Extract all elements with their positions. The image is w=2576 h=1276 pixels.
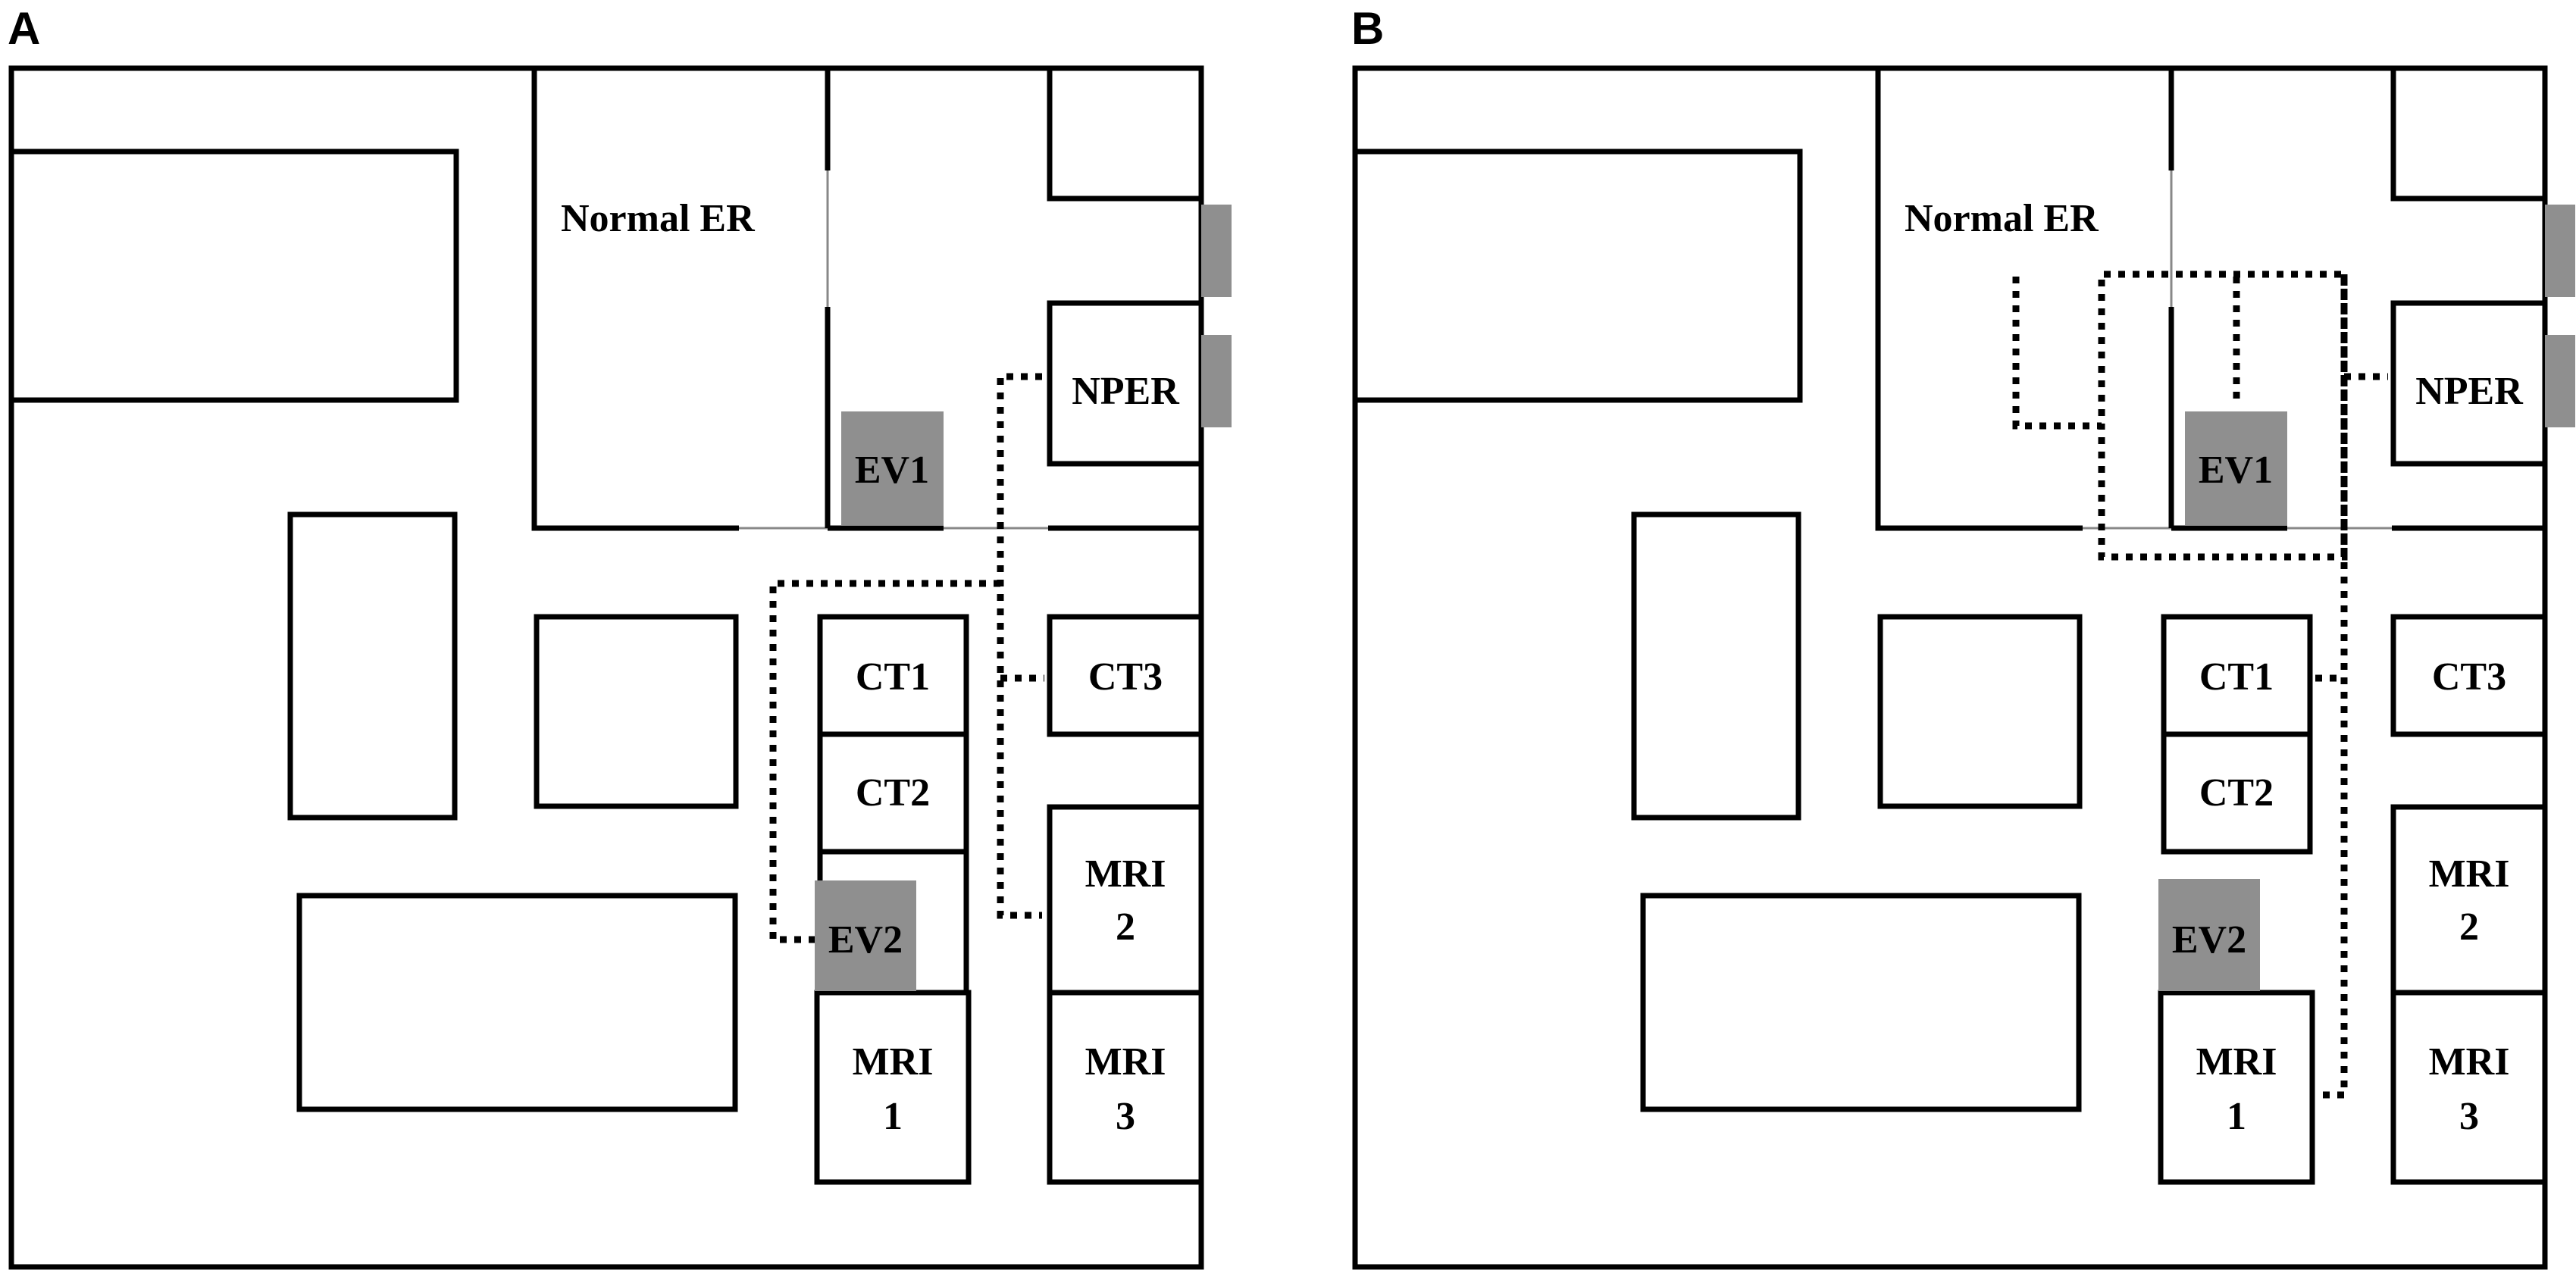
panel-b-mri3-room [2390,990,2548,1185]
panel-a-mri3-room [1047,990,1204,1185]
panel-b-mri2-room [2390,804,2548,996]
panel-a-room-center [534,614,739,809]
panel-b-building-outline [1352,65,2548,1270]
panel-a-letter: A [8,3,40,54]
panel-b-ev1 [2185,411,2287,525]
panel-a-label-mri1-line2: 1 [883,1095,903,1138]
panel-b-ct2-room [2161,731,2313,855]
panel-a-label-mri3-line1: MRI [1085,1040,1166,1084]
panel-a-label-mri1-line1: MRI [853,1040,934,1084]
panel-b: B [1351,3,2575,1270]
panel-a: A [8,3,1232,1270]
panel-a-label-ev2: EV2 [828,918,903,962]
panel-b-label-ev1: EV1 [2199,449,2273,492]
panel-a-room-bottom-left [296,893,738,1112]
panel-b-label-mri3-line2: 3 [2459,1095,2479,1138]
panel-b-route-to-mri1 [2318,274,2348,1099]
panel-a-room-top-right [1047,68,1201,202]
panel-a-label-ct3: CT3 [1088,655,1163,699]
panel-a-mri1-room [814,990,972,1185]
panel-b-room-center [1877,614,2083,809]
panel-b-label-nper: NPER [2415,370,2524,413]
panel-b-label-ct3: CT3 [2432,655,2506,699]
panel-b-label-ct2: CT2 [2199,771,2274,815]
panel-b-label-ev2: EV2 [2172,918,2246,962]
panel-b-label-mri2-line2: 2 [2459,905,2479,949]
panel-a-label-ct1: CT1 [856,655,930,699]
panel-b-entrance-1 [2545,205,2575,297]
panel-b-route-er-loop [2012,271,2348,561]
panel-b-label-mri1-line2: 1 [2227,1095,2246,1138]
panel-a-nper-room [1047,300,1201,467]
panel-a-label-mri2-line2: 2 [1116,905,1135,949]
panel-a-room-mid-left [287,511,458,821]
panel-b-label-ct1: CT1 [2199,655,2274,699]
panel-b-nper-room [2390,300,2545,467]
panel-b-ct3-room [2390,614,2548,737]
panel-a-normal-er-wall [531,68,739,531]
panel-a-label-ct2: CT2 [856,771,930,815]
panel-b-mri1-room [2158,990,2315,1185]
panel-a-ct3-room [1047,614,1204,737]
panel-a-label-normal-er: Normal ER [561,197,756,240]
panel-a-route-nper-to-mri2 [997,373,1042,919]
panel-b-room-top-right [2390,68,2545,202]
panel-b-normal-er-wall [1875,68,2083,531]
panel-b-label-mri3-line1: MRI [2429,1040,2510,1084]
panel-a-label-ev1: EV1 [855,449,929,492]
panel-b-entrance-2 [2545,335,2575,427]
panel-a-label-nper: NPER [1072,370,1180,413]
panel-a-ev2 [815,880,916,991]
panel-b-room-bottom-left [1640,893,2082,1112]
panel-b-label-normal-er: Normal ER [1905,197,2099,240]
panel-a-route-to-ev2 [769,580,1000,943]
panel-b-label-mri2-line1: MRI [2429,852,2510,896]
panel-b-room-mid-left [1631,511,1801,821]
panel-a-label-mri2-line1: MRI [1085,852,1166,896]
panel-b-letter: B [1351,3,1384,54]
panel-b-ev2 [2158,879,2260,991]
panel-a-entrance-1 [1201,205,1232,297]
panel-b-room-top-left [1352,149,1803,403]
panel-a-entrance-2 [1201,335,1232,427]
panel-b-label-mri1-line1: MRI [2196,1040,2277,1084]
panel-a-ev1 [841,411,944,525]
panel-a-building-outline [8,65,1204,1270]
panel-a-label-mri3-line2: 3 [1116,1095,1135,1138]
panel-a-ct2-room [817,731,969,855]
panel-a-room-top-left [8,149,459,403]
panel-a-mri2-room [1047,804,1204,996]
